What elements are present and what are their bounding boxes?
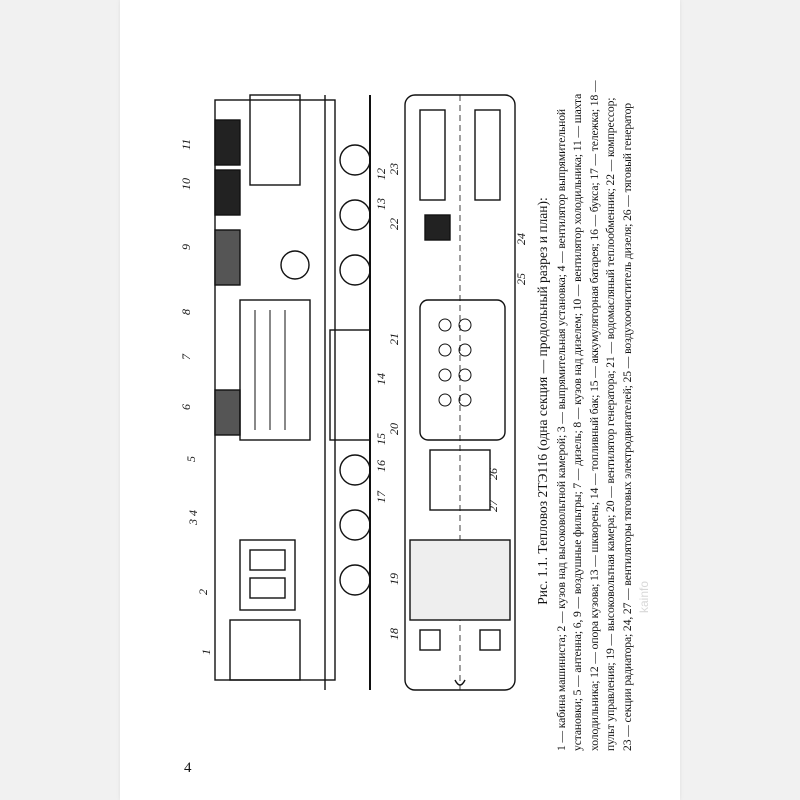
legend-line: 1 — кабина машиниста; 2 — кузов над высо… xyxy=(555,108,568,751)
callout-22: 22 xyxy=(387,218,401,230)
figure-title: Рис. 1.1. Тепловоз 2ТЭ116 (одна секция —… xyxy=(535,197,550,605)
legend-line: 23 — секции радиатора; 24, 27 — вентилят… xyxy=(620,102,634,751)
callout-3-4: 3 4 xyxy=(186,510,200,526)
callout-16: 16 xyxy=(374,460,388,472)
callout-18: 18 xyxy=(387,628,401,640)
callout-14: 14 xyxy=(374,373,388,385)
document-page xyxy=(120,0,680,800)
callout-9: 9 xyxy=(179,244,193,250)
callout-19: 19 xyxy=(387,573,401,585)
figure-caption: Рис. 1.1. Тепловоз 2ТЭ116 (одна секция —… xyxy=(534,51,634,751)
callout-6: 6 xyxy=(179,404,193,410)
callout-5: 5 xyxy=(184,456,198,462)
callout-8: 8 xyxy=(179,309,193,315)
callout-21: 21 xyxy=(387,333,401,345)
legend-line: холодильника; 12 — опора кузова; 13 — шк… xyxy=(587,80,601,751)
callout-25: 25 xyxy=(514,273,528,285)
callout-26: 26 xyxy=(486,468,500,480)
callout-labels: 11 10 9 8 7 6 5 3 4 2 1 12 13 14 15 16 1… xyxy=(179,139,528,655)
callout-13: 13 xyxy=(374,198,388,210)
bogie-wheels xyxy=(339,144,371,596)
callout-24: 24 xyxy=(514,233,528,245)
legend-line: установки; 5 — антенна; 6, 9 — воздушные… xyxy=(571,93,585,751)
watermark: kainfo xyxy=(637,580,652,614)
callout-12: 12 xyxy=(374,168,388,180)
callout-15: 15 xyxy=(374,433,388,445)
page-number: 4 xyxy=(184,760,192,776)
callout-27: 27 xyxy=(486,499,500,512)
callout-7: 7 xyxy=(179,353,193,360)
callout-23: 23 xyxy=(387,163,401,175)
callout-17: 17 xyxy=(374,490,388,503)
callout-11: 11 xyxy=(179,139,193,150)
callout-10: 10 xyxy=(179,178,193,190)
callout-2: 2 xyxy=(196,589,210,595)
legend-line: пульт управления; 19 — высоковольтная ка… xyxy=(604,97,618,751)
callout-20: 20 xyxy=(387,423,401,435)
callout-1: 1 xyxy=(199,649,213,655)
radiator-grilles xyxy=(214,119,241,436)
